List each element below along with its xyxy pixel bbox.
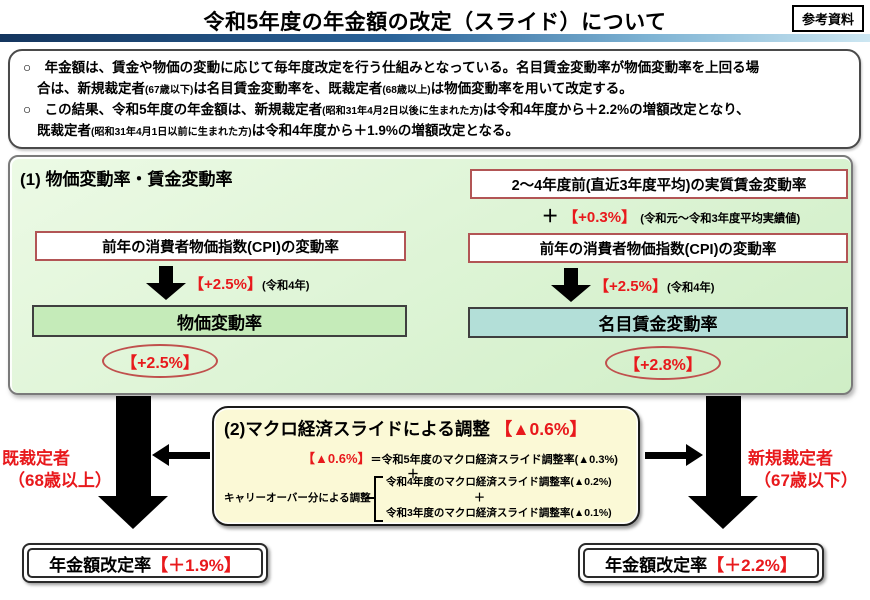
carryover-line-1: 令和4年度のマクロ経済スライド調整率(▲0.2%): [386, 476, 612, 488]
carryover-line-2: 令和3年度のマクロ経済スライド調整率(▲0.1%): [386, 507, 612, 519]
cpi-change-box-left: 前年の消費者物価指数(CPI)の変動率: [35, 231, 406, 261]
existing-pensioner-line2: （68歳以上）: [8, 471, 112, 491]
new-pensioner-line2: （67歳以下）: [754, 471, 858, 491]
highlight-oval-left: 【+2.5%】: [102, 344, 218, 378]
big-down-arrow-icon-left: [98, 396, 168, 529]
arrow-label-right: 【+2.5%】(令和4年): [594, 278, 715, 295]
new-pensioner-line1: 新規裁定者: [748, 449, 833, 468]
cpi-change-box-right: 前年の消費者物価指数(CPI)の変動率: [468, 233, 848, 263]
summary-box: ○ 年金額は、賃金や物価の変動に応じて毎年度改定を行う仕組みとなっている。名目賃…: [8, 49, 861, 149]
plus-0point3-line: ＋ 【+0.3%】 (令和元～令和3年度平均実績値): [541, 207, 801, 226]
section2-heading: (2)マクロ経済スライドによる調整 【▲0.6%】: [224, 419, 587, 439]
macro-slide-equation: 【▲0.6%】＝令和5年度のマクロ経済スライド調整率(▲0.3%): [302, 451, 618, 466]
plus-sign-middle: ＋: [474, 492, 485, 504]
down-arrow-icon-right: [551, 268, 591, 302]
pension-revision-rate-box-right: 年金額改定率 【＋2.2%】: [578, 543, 824, 583]
nominal-wage-change-rate-bar: 名目賃金変動率: [468, 307, 848, 338]
summary-bullet-1-line-1: ○ 年金額は、賃金や物価の変動に応じて毎年度改定を行う仕組みとなっている。名目賃…: [23, 60, 760, 75]
pension-revision-rate-right-text: 年金額改定率 【＋2.2%】: [583, 548, 819, 578]
pension-revision-rate-box-left: 年金額改定率 【＋1.9%】: [22, 543, 268, 583]
section1-panel: (1) 物価変動率・賃金変動率 2～4年度前(直近3年度平均)の実質賃金変動率 …: [8, 155, 853, 395]
summary-bullet-2-line-1: ○ この結果、令和5年度の年金額は、新規裁定者(昭和31年4月2日以後に生まれた…: [23, 101, 750, 117]
existing-pensioner-line1: 既裁定者: [2, 449, 70, 468]
existing-pensioner-label: 既裁定者 （68歳以上）: [2, 448, 112, 492]
section1-heading: (1) 物価変動率・賃金変動率: [20, 170, 233, 189]
plus-sign-top: ＋: [407, 467, 420, 481]
title-divider-bar: [0, 34, 870, 42]
summary-bullet-2-line-2: 既裁定者(昭和31年4月1日以前に生まれた方)は令和4年度から＋1.9%の増額改…: [37, 122, 520, 138]
big-down-arrow-icon-right: [688, 396, 758, 529]
page-title: 令和5年度の年金額の改定（スライド）について: [203, 11, 667, 34]
bracket-icon: [374, 476, 383, 522]
section2-panel: (2)マクロ経済スライドによる調整 【▲0.6%】 【▲0.6%】＝令和5年度の…: [212, 406, 640, 526]
left-arrow-icon: [152, 444, 210, 466]
pension-revision-rate-left-text: 年金額改定率 【＋1.9%】: [27, 548, 263, 578]
price-change-rate-bar: 物価変動率: [32, 305, 407, 337]
real-wage-change-box: 2～4年度前(直近3年度平均)の実質賃金変動率: [470, 169, 848, 199]
summary-bullet-1-line-2: 合は、新規裁定者(67歳以下)は名目賃金変動率を、既裁定者(68歳以上)は物価変…: [37, 80, 633, 96]
arrow-label-left: 【+2.5%】(令和4年): [189, 276, 310, 293]
reference-badge: 参考資料: [792, 5, 864, 32]
highlight-oval-right: 【+2.8%】: [605, 346, 721, 380]
new-pensioner-label: 新規裁定者 （67歳以下）: [748, 448, 858, 492]
right-arrow-icon: [645, 444, 703, 466]
carryover-tick-line: [366, 497, 374, 499]
down-arrow-icon-left: [146, 266, 186, 300]
carryover-label: キャリーオーバー分による調整: [224, 492, 371, 504]
